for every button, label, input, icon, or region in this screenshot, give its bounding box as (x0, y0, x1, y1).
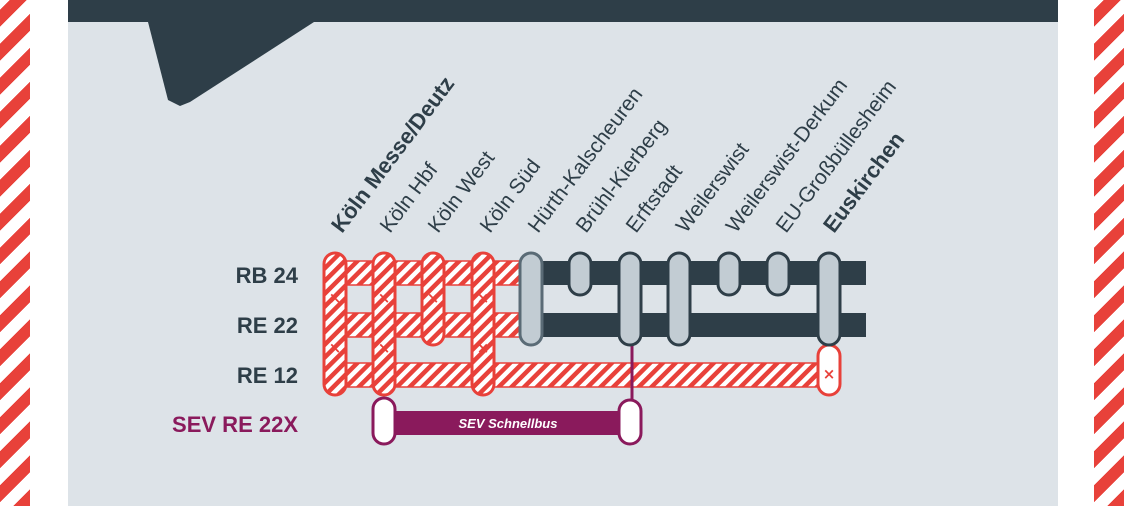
cancel-icon: × (477, 339, 490, 357)
sev-stop-koeln-hbf (371, 396, 397, 446)
sev-bus-bar (386, 411, 640, 435)
re12-track-disrupted (333, 362, 839, 388)
stop-koeln-west (420, 251, 446, 347)
stop-weilerswist-derkum (716, 251, 742, 297)
diagram-panel: Köln Messe/Deutz Köln Hbf Köln West Köln… (68, 0, 1058, 506)
line-label-rb24: RB 24 (236, 263, 299, 288)
stop-koeln-messe-deutz (322, 251, 348, 397)
stop-markers-sev (371, 396, 643, 446)
cancel-icon: × (823, 365, 836, 383)
warning-stripe-right (1094, 0, 1124, 506)
stop-weilerswist (666, 251, 692, 347)
rail-network-diagram: Köln Messe/Deutz Köln Hbf Köln West Köln… (148, 22, 909, 446)
line-label-re12: RE 12 (237, 363, 298, 388)
header-bar (68, 0, 1058, 22)
re22-track-operating (520, 313, 866, 337)
line-label-sev-re22x: SEV RE 22X (172, 412, 298, 437)
warning-stripe-left (0, 0, 30, 506)
stop-markers-disrupted (322, 251, 842, 397)
cancel-icon: × (477, 289, 490, 307)
cancel-icon: × (378, 289, 391, 307)
line-labels: RB 24 RE 22 RE 12 SEV RE 22X (172, 263, 299, 437)
stop-markers-operating (518, 251, 842, 347)
cancel-icon: × (329, 289, 342, 307)
stop-huerth-kalscheuren (518, 251, 544, 347)
header-tab (148, 22, 314, 106)
stop-koeln-hbf (371, 251, 397, 397)
cancel-icon: × (329, 339, 342, 357)
stop-eu-grossbuellesheim (765, 251, 791, 297)
stop-erftstadt (617, 251, 643, 347)
line-label-re22: RE 22 (237, 313, 298, 338)
stop-euskirchen (816, 251, 842, 347)
cancel-icon: × (378, 339, 391, 357)
cancel-icon: × (427, 289, 440, 307)
cancellation-marks: × × × × × × × × (329, 289, 836, 383)
stop-koeln-sued (470, 251, 496, 397)
sev-stop-erftstadt (617, 398, 643, 446)
station-labels: Köln Messe/Deutz Köln Hbf Köln West Köln… (326, 72, 909, 237)
sev-bus-label: SEV Schnellbus (459, 416, 558, 431)
stop-bruehl-kierberg (567, 251, 593, 297)
